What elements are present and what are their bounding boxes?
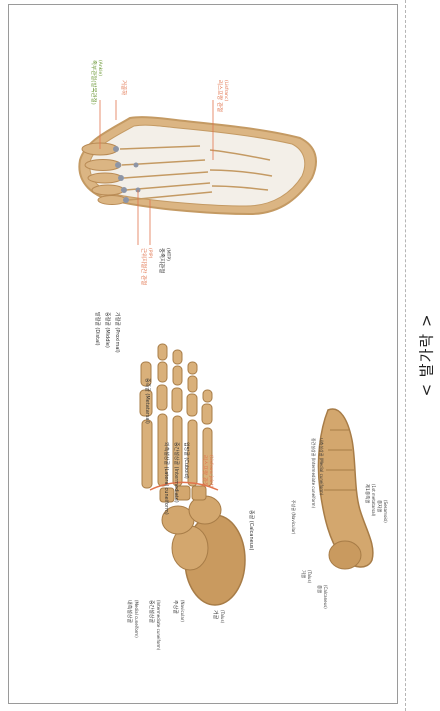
label-calcaneus: 종골 (Calcaneus) bbox=[248, 510, 254, 551]
label-middle: 중절골 (Middle) bbox=[104, 312, 111, 348]
label-br-right2: 종자골 bbox=[376, 500, 383, 512]
foot-skeleton-full bbox=[140, 344, 245, 605]
label-top-green: 족부관절(발목관절) bbox=[90, 60, 98, 105]
foot-skeleton-overlay bbox=[79, 100, 316, 245]
label-lat-cuneiform: 외측설상골 (Lateral cuneiform) bbox=[163, 442, 170, 515]
label-proximal: 기절골 (Proximal) bbox=[114, 312, 121, 353]
label-br-left2: 거골 bbox=[300, 570, 307, 578]
label-int-cuneiform2-sub: (Intermediate cuneiform) bbox=[156, 600, 161, 651]
label-distal: 말절골 (Distal) bbox=[94, 312, 101, 346]
label-med-cuneiform-sub: (Medial cuneiform) bbox=[134, 600, 139, 638]
label-top-dark-bottom: 중족지관절 bbox=[158, 248, 166, 273]
label-lisfranc: 리스프랑 관절 bbox=[201, 455, 209, 487]
toe-4 bbox=[92, 185, 124, 195]
label-navicular: 주상골 bbox=[172, 600, 179, 614]
label-top-dark-bottom-sub: (MTP) bbox=[165, 248, 171, 261]
label-br-left3-sub: (Calcaneus) bbox=[323, 585, 328, 609]
label-top-orange-right-sub: (Lisfranc) bbox=[223, 80, 229, 101]
label-top-orange-bottom: 근위지절간 관절 bbox=[140, 248, 148, 285]
label-cuboid: 입방골 (Cuboid) bbox=[183, 442, 190, 479]
toe-5 bbox=[98, 196, 126, 205]
label-top-orange-bottom-sub: (PIP) bbox=[147, 248, 153, 259]
label-br-right1: 제1중족골 bbox=[364, 484, 371, 503]
label-int-cuneiform2: 중간설상골 bbox=[148, 600, 155, 623]
label-lisfranc-sub: (Lisfranc joint) bbox=[208, 455, 214, 488]
label-top-orange-right: 리스프랑 관절 bbox=[216, 80, 224, 112]
label-br-left3: 종골 bbox=[316, 585, 322, 593]
label-talus-sub: (Talus) bbox=[220, 610, 225, 624]
label-int-cuneiform: 중간설상골 (Intermediate) bbox=[173, 442, 180, 503]
label-talus: 거골 bbox=[212, 610, 219, 620]
label-navicular-sub: (Navicular) bbox=[180, 600, 185, 622]
label-top-green-sub: (Ankle) bbox=[97, 60, 103, 76]
page-title: < 발가락 > bbox=[416, 313, 437, 396]
label-br-right1-sub: (1st metatarsal) bbox=[371, 484, 376, 517]
toe-3 bbox=[88, 173, 122, 183]
label-br-top1: 중간설상골 (Intermediate cuneiform) bbox=[311, 438, 317, 508]
label-br-right2-sub: (Sesamoid) bbox=[383, 500, 388, 523]
label-br-left1: 주상골 (Navicular) bbox=[291, 500, 297, 535]
label-med-cuneiform: 내측설상골 bbox=[126, 600, 133, 623]
label-metatarsal: 중족골 (Metatarsal) bbox=[144, 378, 150, 424]
label-br-top2: 내측설상골 (Medial cuneiform) bbox=[319, 438, 325, 496]
cuneiform-3 bbox=[192, 486, 206, 500]
label-top-orange-mid: 거골하 bbox=[120, 80, 128, 95]
label-br-left2-sub: (Talus) bbox=[307, 570, 312, 584]
